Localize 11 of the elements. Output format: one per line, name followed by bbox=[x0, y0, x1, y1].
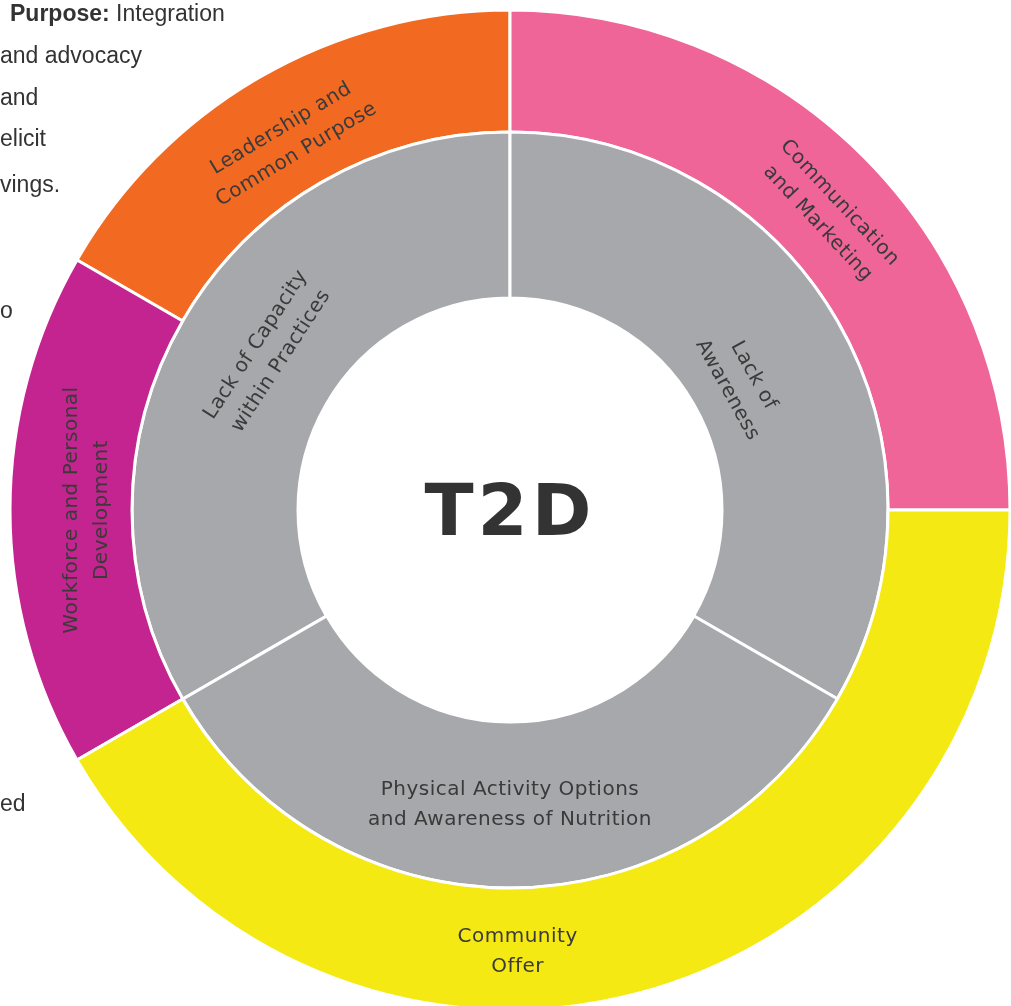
center-title: T2D bbox=[423, 474, 597, 546]
text-fragment: ed bbox=[0, 792, 26, 815]
text-fragment: elicit bbox=[0, 127, 46, 150]
text-fragment: and bbox=[0, 86, 39, 109]
text-fragment: o bbox=[0, 299, 13, 322]
text-fragment: and advocacy bbox=[0, 44, 142, 67]
segment-label: Community Offer bbox=[456, 921, 579, 979]
segment-label: Workforce and Personal Development bbox=[57, 385, 113, 635]
text-fragment: vings. bbox=[0, 173, 61, 196]
text-fragment: Purpose: Integration bbox=[10, 2, 225, 25]
segment-label: Physical Activity Options and Awareness of Nutrition bbox=[367, 775, 653, 832]
